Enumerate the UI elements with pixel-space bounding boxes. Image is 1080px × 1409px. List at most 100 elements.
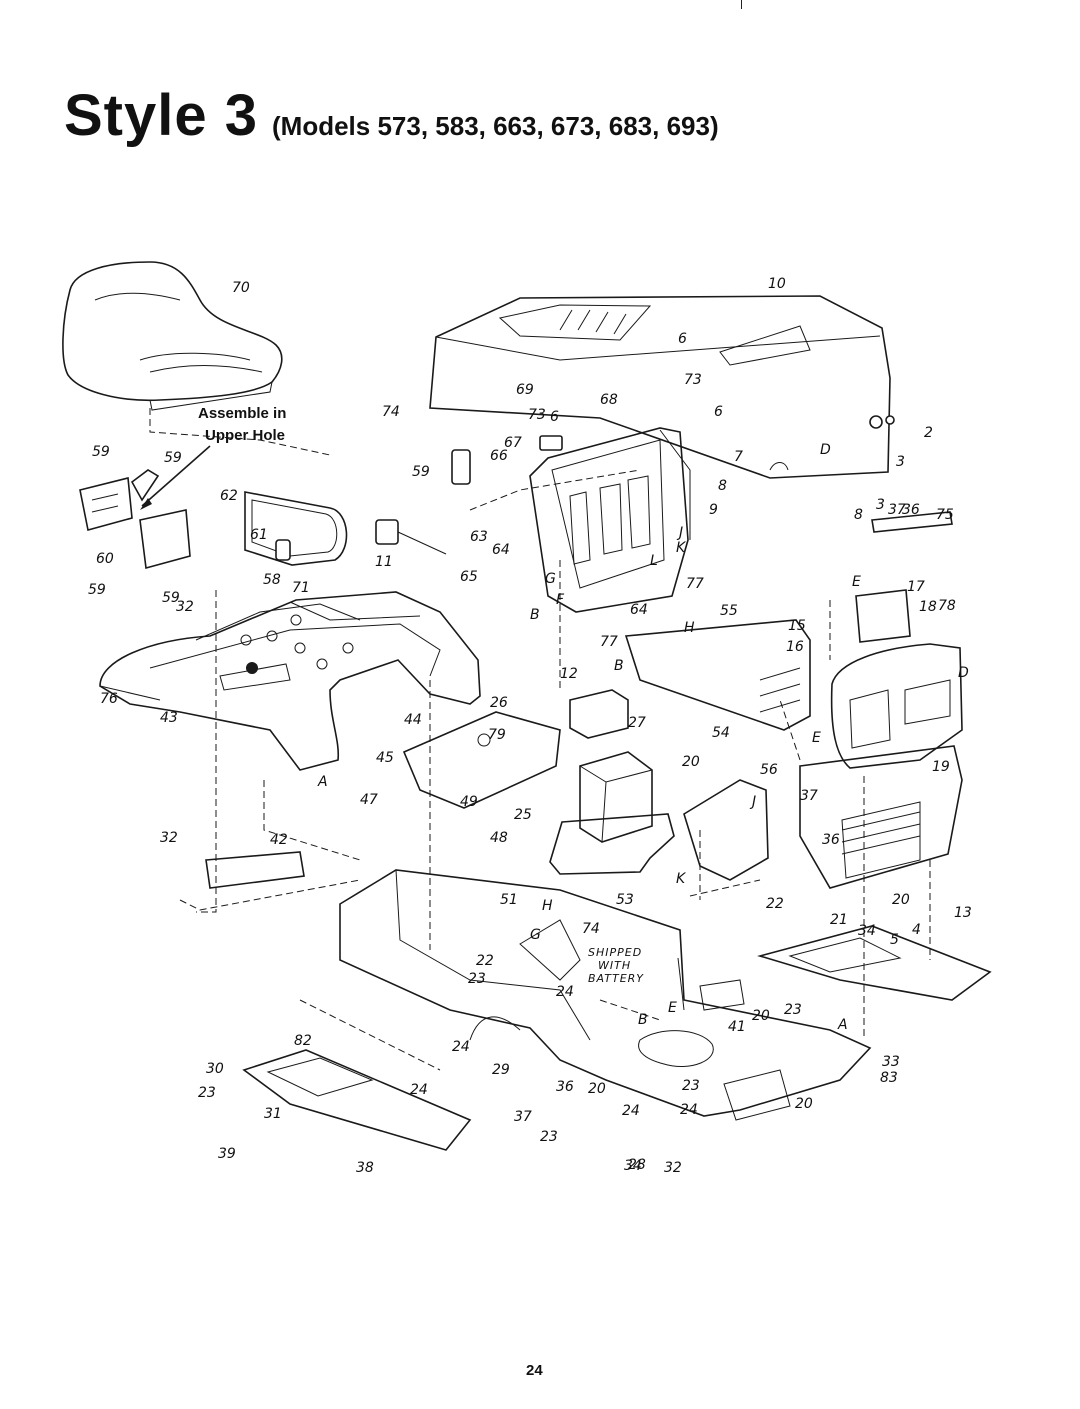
callout-label: 3: [876, 497, 885, 513]
callout-label: E: [852, 574, 861, 590]
callout-label: 37: [800, 788, 818, 804]
callout-label: 37: [514, 1109, 532, 1125]
callout-label: 59: [162, 590, 180, 606]
callout-label: 23: [682, 1078, 700, 1094]
callout-label: 66: [490, 448, 508, 464]
callout-label: E: [812, 730, 821, 746]
seat-part: [62, 261, 283, 411]
callout-label: 33: [882, 1054, 900, 1070]
callout-label: 39: [218, 1146, 236, 1162]
callout-label: 78: [938, 598, 956, 614]
callout-label: H: [542, 898, 553, 914]
callout-label: 69: [516, 382, 534, 398]
callout-label: F: [556, 592, 565, 608]
note-assemble-line2: Upper Hole: [205, 427, 285, 444]
page-title: Style 3 (Models 573, 583, 663, 673, 683, …: [64, 82, 719, 149]
callout-label: 38: [356, 1160, 374, 1176]
callout-label: 20: [752, 1008, 770, 1024]
callout-label: 7: [734, 449, 743, 465]
callout-label: 83: [880, 1070, 898, 1086]
seat-spring-part: [244, 491, 348, 566]
callout-label: K: [676, 540, 687, 556]
callout-label: 21: [830, 912, 848, 928]
callout-label: 34: [624, 1158, 642, 1174]
title-models: (Models 573, 583, 663, 673, 683, 693): [272, 111, 719, 141]
callout-label: 73: [528, 407, 546, 423]
callout-label: 36: [902, 502, 920, 518]
callout-label: 23: [540, 1129, 558, 1145]
callout-label: G: [545, 571, 556, 587]
note-shipped-line2: WITH: [598, 959, 631, 972]
callout-label: 49: [460, 794, 478, 810]
callout-label: 20: [795, 1096, 813, 1112]
callout-label: 61: [250, 527, 268, 543]
callout-label: 65: [460, 569, 478, 585]
seat-bracket-part: [79, 469, 191, 570]
small-hardware-part: [205, 415, 953, 1011]
callout-label: 4: [912, 922, 921, 938]
callout-label: L: [650, 553, 658, 569]
note-shipped-line1: SHIPPED: [588, 946, 642, 959]
callout-label: 6: [678, 331, 687, 347]
callout-label: 25: [514, 807, 532, 823]
callout-label: 12: [560, 666, 578, 682]
callout-label: 30: [206, 1061, 224, 1077]
dash-tower-part: [529, 427, 691, 613]
callout-label: 23: [468, 971, 486, 987]
callout-label: 32: [176, 599, 194, 615]
callout-label: J: [749, 794, 756, 810]
callout-label: B: [614, 658, 624, 674]
callout-label: 28: [628, 1157, 646, 1173]
callout-label: 17: [907, 579, 925, 595]
callout-label: 48: [490, 830, 508, 846]
callout-label: 5: [890, 932, 899, 948]
callout-label: 2: [924, 425, 933, 441]
callout-label: 55: [720, 603, 738, 619]
callout-label: 53: [616, 892, 634, 908]
callout-label: 24: [556, 984, 574, 1000]
lower-grille-part: [799, 745, 963, 889]
callout-label: 63: [470, 529, 488, 545]
callout-label: D: [958, 665, 969, 681]
title-style: Style 3: [64, 83, 258, 148]
callout-label: 20: [892, 892, 910, 908]
callout-label: H: [684, 620, 695, 636]
callout-label: 32: [160, 830, 178, 846]
note-arrowhead: [140, 498, 152, 510]
callout-label: 34: [858, 923, 876, 939]
battery-part: [579, 751, 653, 843]
callout-label: 16: [786, 639, 804, 655]
hood-part: [429, 295, 891, 479]
callout-label: 59: [88, 582, 106, 598]
callout-label: 64: [492, 542, 510, 558]
callout-label: 20: [682, 754, 700, 770]
callout-label: 10: [768, 276, 786, 292]
callout-label: 32: [664, 1160, 682, 1176]
callout-label: 8: [854, 507, 863, 523]
callout-label: 22: [476, 953, 494, 969]
callout-label: 47: [360, 792, 378, 808]
callout-label: 24: [680, 1102, 698, 1118]
callout-label: 31: [264, 1106, 282, 1122]
callout-label: 68: [600, 392, 618, 408]
callout-label: 67: [504, 435, 522, 451]
callout-label: 59: [92, 444, 110, 460]
callout-label: B: [530, 607, 540, 623]
callout-label: 73: [684, 372, 702, 388]
frame-part: [339, 869, 872, 1121]
callout-label: 36: [822, 832, 840, 848]
callout-label: 3: [896, 454, 905, 470]
assembly-lines: [149, 408, 931, 1071]
callout-label: 23: [784, 1002, 802, 1018]
callout-label: K: [676, 871, 687, 887]
callout-label: 70: [232, 280, 250, 296]
callout-label: 77: [686, 576, 704, 592]
callout-label: 62: [220, 488, 238, 504]
callout-label: 60: [96, 551, 114, 567]
corner-mark: [741, 0, 742, 9]
callout-label: 13: [954, 905, 972, 921]
callout-label: 43: [160, 710, 178, 726]
callout-label: 19: [932, 759, 950, 775]
callout-label: 26: [490, 695, 508, 711]
